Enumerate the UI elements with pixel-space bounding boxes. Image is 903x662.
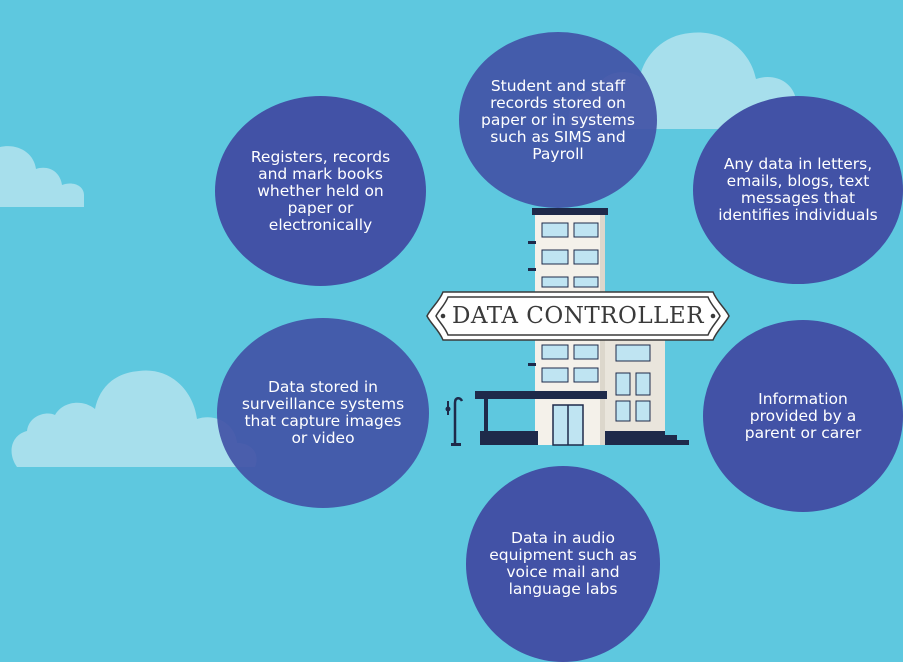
bubble-parent-carer: Information provided by a parent or care… xyxy=(703,320,903,512)
bubble-registers-text: Registers, records and mark books whethe… xyxy=(250,147,391,234)
data-controller-label: DATA CONTROLLER xyxy=(425,288,731,344)
bubble-surveillance-text: Data stored in surveillance systems that… xyxy=(241,378,405,447)
cloud-lower-left xyxy=(11,370,257,467)
bubble-surveillance: Data stored in surveillance systems that… xyxy=(217,318,429,508)
bubble-any-data: Any data in letters, emails, blogs, text… xyxy=(693,96,903,284)
bubble-audio-equipment: Data in audio equipment such as voice ma… xyxy=(466,466,660,662)
bubble-parent-carer-text: Information provided by a parent or care… xyxy=(744,389,862,442)
data-controller-label-text: DATA CONTROLLER xyxy=(451,303,705,329)
bubble-audio-equipment-text: Data in audio equipment such as voice ma… xyxy=(489,529,637,598)
bubble-any-data-text: Any data in letters, emails, blogs, text… xyxy=(718,155,878,224)
bubble-registers: Registers, records and mark books whethe… xyxy=(215,96,426,286)
cloud-left-top xyxy=(0,146,84,207)
bubble-student-staff-records-text: Student and staff records stored on pape… xyxy=(481,76,635,163)
bubble-student-staff-records: Student and staff records stored on pape… xyxy=(459,32,657,208)
